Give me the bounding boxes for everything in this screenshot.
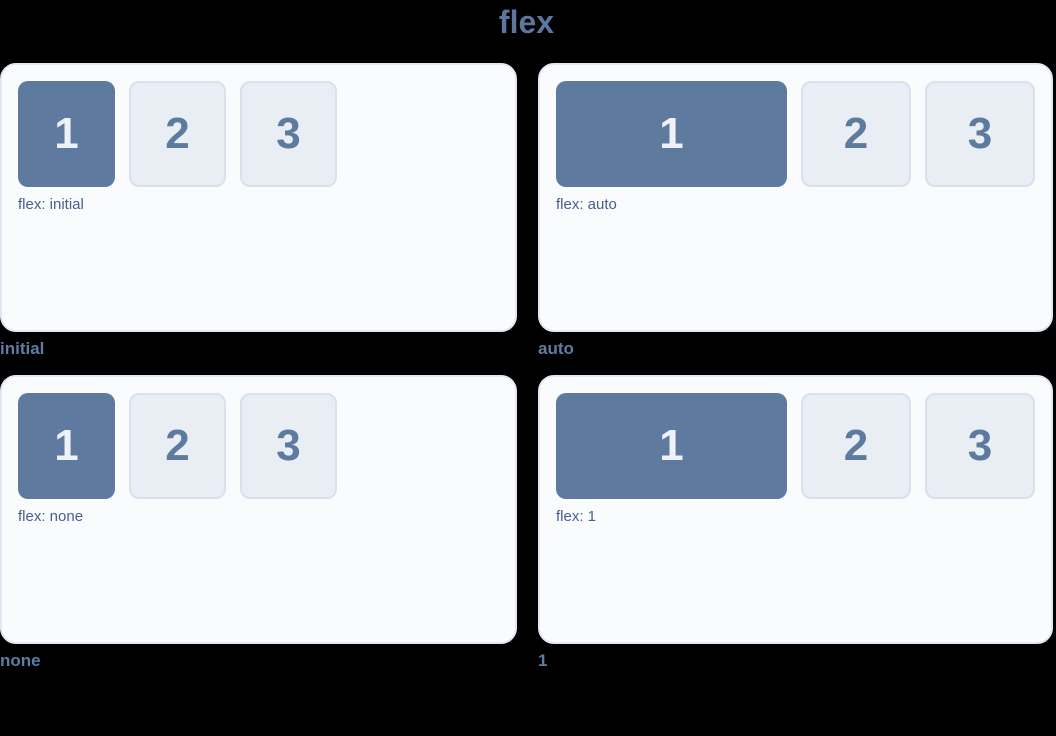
panel-initial: 1 2 3 flex: initial — [0, 63, 517, 332]
panel-auto: 1 2 3 flex: auto — [538, 63, 1053, 332]
flex-row: 1 2 3 — [18, 81, 499, 187]
flex-value-label: flex: none — [18, 508, 84, 525]
flex-demo-page: flex 1 2 3 flex: initial initial 1 2 3 — [0, 3, 1053, 670]
flex-item-3: 3 — [925, 393, 1035, 499]
demo-initial: 1 2 3 flex: initial initial — [0, 63, 517, 358]
flex-item-1: 1 — [556, 81, 787, 187]
demo-grid: 1 2 3 flex: initial initial 1 2 3 flex: … — [0, 63, 1053, 670]
panel-one: 1 2 3 flex: 1 — [538, 375, 1053, 644]
flex-item-3: 3 — [240, 81, 337, 187]
flex-item-3: 3 — [240, 393, 337, 499]
flex-row: 1 2 3 — [556, 393, 1035, 499]
panel-caption-initial: initial — [0, 339, 45, 358]
demo-one: 1 2 3 flex: 1 1 — [538, 375, 1053, 670]
flex-item-1: 1 — [18, 81, 115, 187]
panel-caption-one: 1 — [538, 651, 548, 670]
flex-item-2: 2 — [801, 81, 911, 187]
flex-value-label: flex: auto — [556, 196, 617, 213]
panel-none: 1 2 3 flex: none — [0, 375, 517, 644]
page-title: flex — [498, 4, 555, 40]
panel-caption-auto: auto — [538, 339, 574, 358]
flex-item-3: 3 — [925, 81, 1035, 187]
flex-row: 1 2 3 — [556, 81, 1035, 187]
flex-value-label: flex: initial — [18, 196, 84, 213]
flex-item-1: 1 — [556, 393, 787, 499]
flex-item-2: 2 — [129, 393, 226, 499]
flex-item-2: 2 — [129, 81, 226, 187]
demo-auto: 1 2 3 flex: auto auto — [538, 63, 1053, 358]
panel-caption-none: none — [0, 651, 41, 670]
flex-item-2: 2 — [801, 393, 911, 499]
demo-none: 1 2 3 flex: none none — [0, 375, 517, 670]
flex-value-label: flex: 1 — [556, 508, 597, 525]
flex-item-1: 1 — [18, 393, 115, 499]
flex-row: 1 2 3 — [18, 393, 499, 499]
